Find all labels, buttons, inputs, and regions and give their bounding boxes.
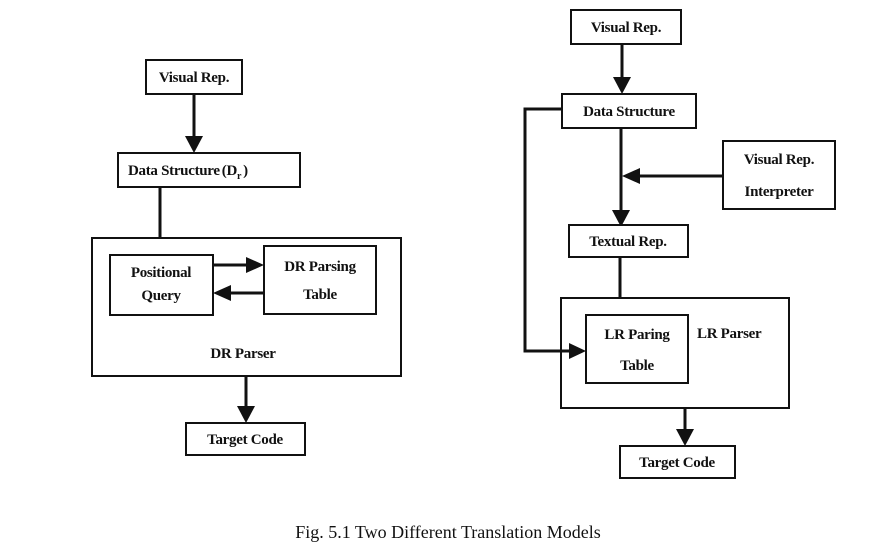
right-target-code-label: Target Code (639, 455, 715, 471)
lr-parsing-table-line1: LR Paring (604, 327, 670, 343)
positional-query-box (109, 254, 214, 316)
dr-parsing-table-line2: Table (303, 287, 337, 303)
right-visual-rep-box (570, 9, 682, 45)
right-model: Visual Rep. Data Structure Visual Rep. I… (523, 9, 836, 479)
arrow-head (613, 77, 631, 94)
arrow-head (612, 210, 630, 227)
arrow-head (676, 429, 694, 446)
interpreter-line1: Visual Rep. (744, 152, 815, 168)
lr-parser-label: LR Parser (697, 326, 762, 342)
arrow-head (622, 168, 640, 184)
arrow-head (569, 343, 586, 359)
left-data-structure-label: Data Structure(Dr) (128, 163, 248, 182)
interpreter-box (722, 140, 836, 210)
lr-parsing-table-box (585, 314, 689, 384)
left-target-code-box (185, 422, 306, 456)
left-model: Visual Rep. Data Structure(Dr) DR Parser… (91, 59, 402, 456)
dr-parser-label: DR Parser (210, 346, 276, 362)
arrow-head (237, 406, 255, 423)
arrow-head (246, 257, 264, 273)
right-visual-rep-label: Visual Rep. (591, 20, 662, 36)
textual-rep-box (568, 224, 689, 258)
right-data-structure-label: Data Structure (583, 104, 675, 120)
positional-query-line2: Query (141, 288, 181, 304)
interpreter-line2: Interpreter (745, 184, 815, 200)
dr-parsing-table-box (263, 245, 377, 315)
right-target-code-box (619, 445, 736, 479)
textual-rep-label: Textual Rep. (589, 234, 667, 250)
left-data-structure-box (117, 152, 301, 188)
arrow-head (185, 136, 203, 153)
positional-query-line1: Positional (131, 265, 191, 281)
left-visual-rep-label: Visual Rep. (159, 70, 230, 86)
left-target-code-label: Target Code (207, 432, 283, 448)
right-data-structure-box (561, 93, 697, 129)
dr-parsing-table-line1: DR Parsing (284, 259, 356, 275)
figure-caption: Fig. 5.1 Two Different Translation Model… (295, 522, 601, 542)
lr-parsing-table-line2: Table (620, 358, 654, 374)
bypass-arrow-line (523, 107, 572, 353)
arrow-head (213, 285, 231, 301)
